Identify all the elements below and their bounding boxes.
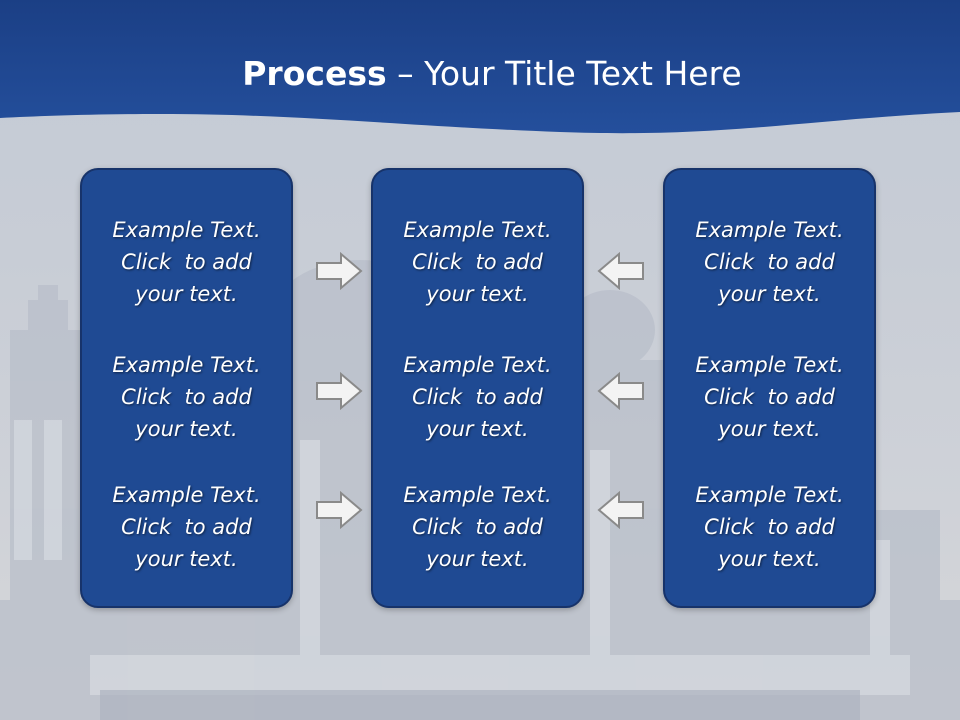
text-block[interactable]: Example Text. Click to add your text. — [82, 214, 291, 310]
arrow-left-icon — [597, 372, 644, 410]
text-line: Click to add — [704, 385, 835, 409]
text-block[interactable]: Example Text. Click to add your text. — [665, 349, 874, 445]
text-line: Example Text. — [695, 218, 844, 242]
text-block[interactable]: Example Text. Click to add your text. — [665, 479, 874, 575]
process-panel-left[interactable]: Example Text. Click to add your text. Ex… — [80, 168, 293, 608]
text-line: your text. — [426, 282, 529, 306]
text-line: Click to add — [121, 385, 252, 409]
text-line: your text. — [718, 547, 821, 571]
text-line: Click to add — [704, 250, 835, 274]
text-block[interactable]: Example Text. Click to add your text. — [373, 214, 582, 310]
text-line: Example Text. — [112, 483, 261, 507]
title-rest-part: – Your Title Text Here — [386, 54, 742, 93]
arrow-left-icon — [597, 491, 644, 529]
text-line: your text. — [718, 282, 821, 306]
text-block[interactable]: Example Text. Click to add your text. — [82, 479, 291, 575]
text-line: Click to add — [704, 515, 835, 539]
text-line: Example Text. — [112, 353, 261, 377]
title-bold-part: Process — [242, 54, 387, 93]
text-block[interactable]: Example Text. Click to add your text. — [373, 479, 582, 575]
text-block[interactable]: Example Text. Click to add your text. — [82, 349, 291, 445]
arrow-right-icon — [316, 491, 363, 529]
header-band — [0, 0, 960, 134]
text-line: your text. — [135, 282, 238, 306]
text-block[interactable]: Example Text. Click to add your text. — [373, 349, 582, 445]
page-title: Process – Your Title Text Here — [0, 52, 960, 96]
text-line: Click to add — [412, 250, 543, 274]
process-panel-middle[interactable]: Example Text. Click to add your text. Ex… — [371, 168, 584, 608]
text-line: Click to add — [412, 515, 543, 539]
text-line: Click to add — [121, 515, 252, 539]
text-line: Click to add — [121, 250, 252, 274]
text-line: Example Text. — [403, 483, 552, 507]
text-line: Click to add — [412, 385, 543, 409]
text-line: your text. — [135, 547, 238, 571]
text-line: Example Text. — [403, 353, 552, 377]
text-line: Example Text. — [695, 483, 844, 507]
process-panel-right[interactable]: Example Text. Click to add your text. Ex… — [663, 168, 876, 608]
text-line: your text. — [426, 547, 529, 571]
text-line: Example Text. — [695, 353, 844, 377]
text-line: your text. — [135, 417, 238, 441]
text-block[interactable]: Example Text. Click to add your text. — [665, 214, 874, 310]
arrow-left-icon — [597, 252, 644, 290]
arrow-right-icon — [316, 252, 363, 290]
text-line: your text. — [718, 417, 821, 441]
text-line: Example Text. — [403, 218, 552, 242]
arrow-right-icon — [316, 372, 363, 410]
text-line: Example Text. — [112, 218, 261, 242]
text-line: your text. — [426, 417, 529, 441]
